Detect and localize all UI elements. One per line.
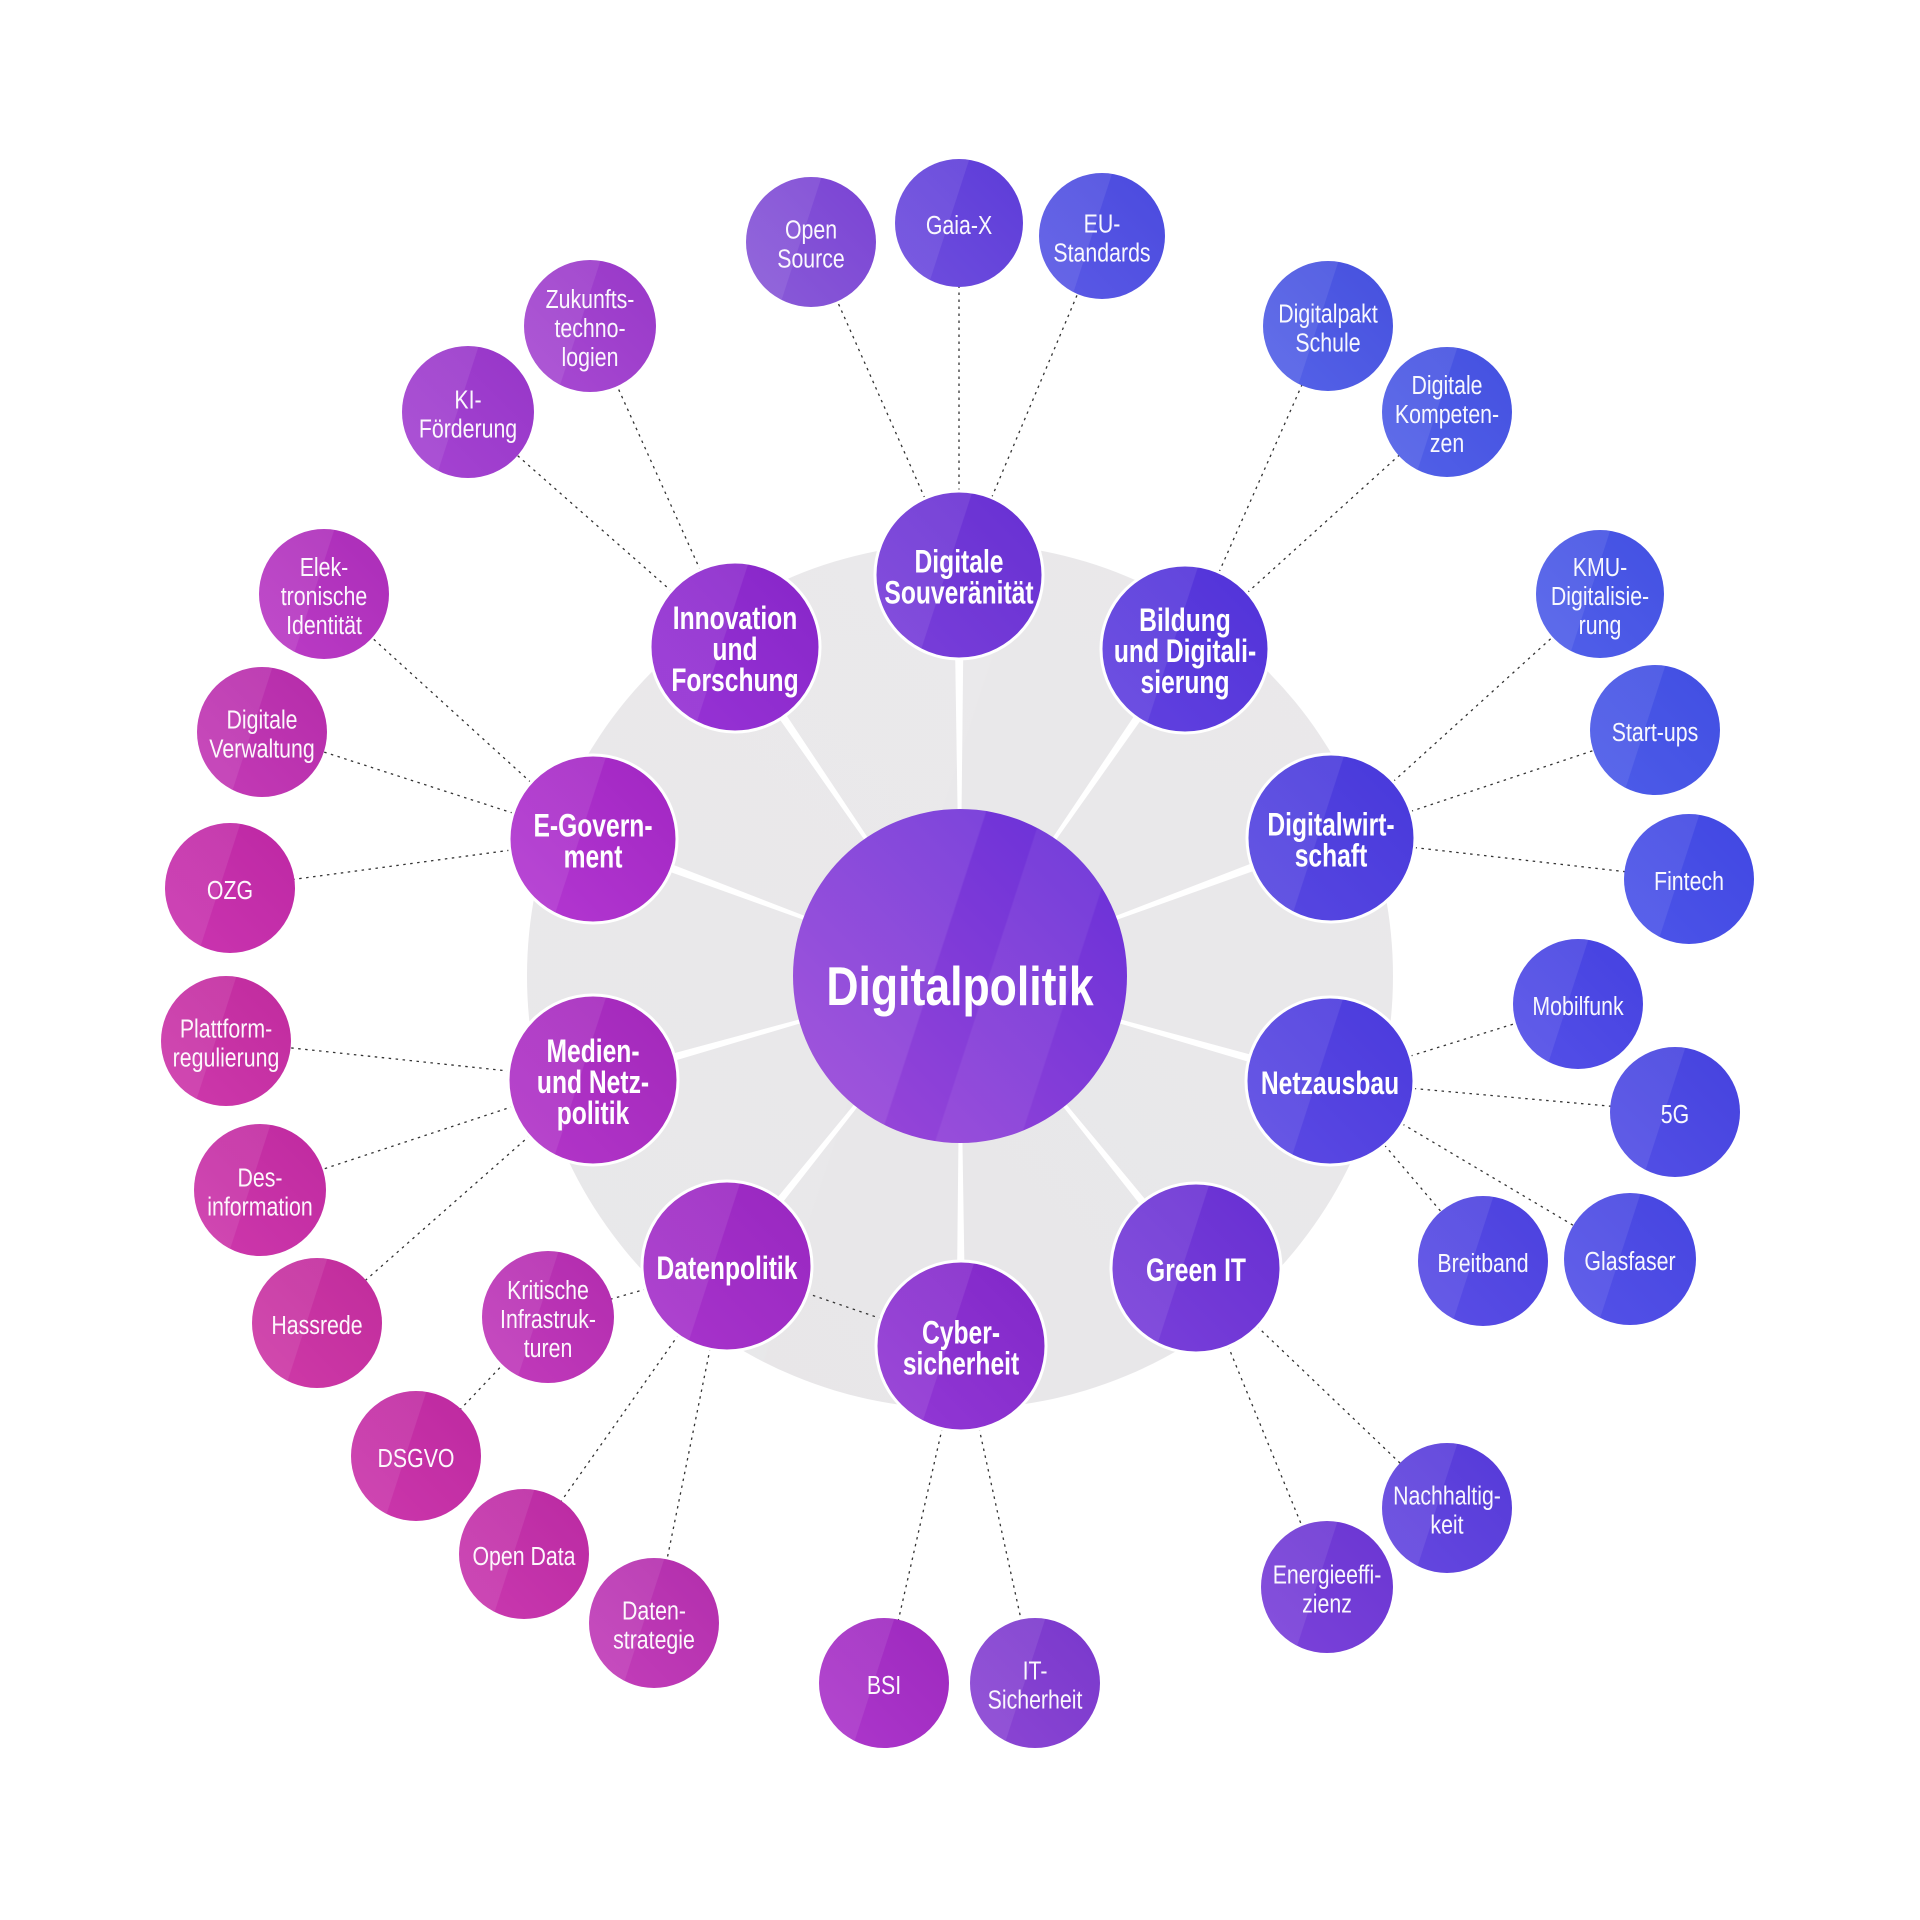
svg-text:Energieeffi-: Energieeffi- [1273, 1561, 1382, 1591]
svg-text:Digitalpolitik: Digitalpolitik [826, 956, 1093, 1018]
svg-text:Hassrede: Hassrede [271, 1311, 362, 1341]
svg-text:Förderung: Förderung [419, 415, 517, 445]
svg-text:und Netz-: und Netz- [537, 1065, 649, 1101]
svg-text:Digitale: Digitale [915, 544, 1004, 580]
svg-text:Forschung: Forschung [671, 663, 798, 699]
svg-text:Digitale: Digitale [226, 706, 297, 736]
svg-text:BSI: BSI [867, 1671, 901, 1701]
svg-text:sierung: sierung [1141, 665, 1230, 701]
svg-text:Des-: Des- [237, 1164, 282, 1194]
svg-text:Open Data: Open Data [472, 1542, 576, 1572]
svg-text:schaft: schaft [1295, 838, 1368, 874]
svg-text:Netzausbau: Netzausbau [1261, 1066, 1399, 1102]
svg-text:und Digitali-: und Digitali- [1114, 634, 1256, 670]
svg-text:information: information [207, 1193, 312, 1223]
svg-text:IT-: IT- [1023, 1657, 1048, 1687]
svg-text:Elek-: Elek- [300, 553, 349, 583]
svg-text:und: und [712, 632, 757, 668]
svg-text:E-Govern-: E-Govern- [533, 808, 652, 844]
svg-text:Sicherheit: Sicherheit [988, 1686, 1083, 1716]
svg-text:Start-ups: Start-ups [1612, 718, 1699, 748]
svg-text:Digitalwirt-: Digitalwirt- [1267, 807, 1394, 843]
svg-text:DSGVO: DSGVO [378, 1444, 455, 1474]
svg-text:Green IT: Green IT [1146, 1253, 1246, 1289]
svg-text:Verwaltung: Verwaltung [209, 735, 314, 765]
svg-text:Glasfaser: Glasfaser [1584, 1247, 1675, 1277]
svg-text:Open: Open [785, 216, 837, 246]
svg-text:Identität: Identität [286, 611, 362, 641]
svg-text:Plattform-: Plattform- [180, 1015, 272, 1045]
svg-text:Kritische: Kritische [507, 1276, 589, 1306]
svg-text:KI-: KI- [454, 386, 481, 416]
svg-text:regulierung: regulierung [173, 1044, 280, 1074]
svg-text:rung: rung [1579, 611, 1622, 641]
svg-text:Gaia-X: Gaia-X [926, 211, 992, 241]
svg-text:Fintech: Fintech [1654, 867, 1724, 897]
svg-text:logien: logien [562, 343, 619, 373]
svg-text:sicherheit: sicherheit [903, 1346, 1020, 1382]
svg-text:Digitalpakt: Digitalpakt [1278, 300, 1378, 330]
svg-text:Datenpolitik: Datenpolitik [657, 1251, 798, 1287]
svg-text:KMU-: KMU- [1573, 553, 1627, 583]
svg-text:Digitalisie-: Digitalisie- [1551, 582, 1649, 612]
svg-text:zienz: zienz [1302, 1590, 1352, 1620]
svg-text:Standards: Standards [1053, 239, 1150, 269]
svg-text:OZG: OZG [207, 876, 253, 906]
svg-text:turen: turen [524, 1334, 573, 1364]
svg-text:Kompeten-: Kompeten- [1395, 400, 1499, 430]
svg-text:Nachhaltig-: Nachhaltig- [1393, 1482, 1501, 1512]
svg-text:Mobilfunk: Mobilfunk [1532, 992, 1623, 1022]
svg-text:Source: Source [777, 245, 845, 275]
svg-text:Souveränität: Souveränität [884, 575, 1034, 611]
svg-text:Zukunfts-: Zukunfts- [546, 285, 635, 315]
svg-text:EU-: EU- [1084, 210, 1121, 240]
svg-text:Schule: Schule [1295, 329, 1360, 359]
svg-text:strategie: strategie [613, 1626, 695, 1656]
svg-text:tronische: tronische [281, 582, 367, 612]
svg-text:Medien-: Medien- [546, 1034, 639, 1070]
svg-text:Digitale: Digitale [1411, 371, 1482, 401]
svg-text:Bildung: Bildung [1139, 603, 1231, 639]
svg-text:Daten-: Daten- [622, 1597, 686, 1627]
svg-text:ment: ment [564, 839, 623, 875]
svg-text:techno-: techno- [554, 314, 625, 344]
svg-text:Breitband: Breitband [1437, 1249, 1528, 1279]
svg-text:Infrastruk-: Infrastruk- [500, 1305, 596, 1335]
svg-text:Cyber-: Cyber- [922, 1315, 1000, 1351]
svg-text:zen: zen [1430, 429, 1464, 459]
svg-text:keit: keit [1430, 1511, 1464, 1541]
svg-text:5G: 5G [1661, 1100, 1689, 1130]
svg-text:Innovation: Innovation [673, 601, 798, 637]
svg-text:politik: politik [557, 1096, 630, 1132]
